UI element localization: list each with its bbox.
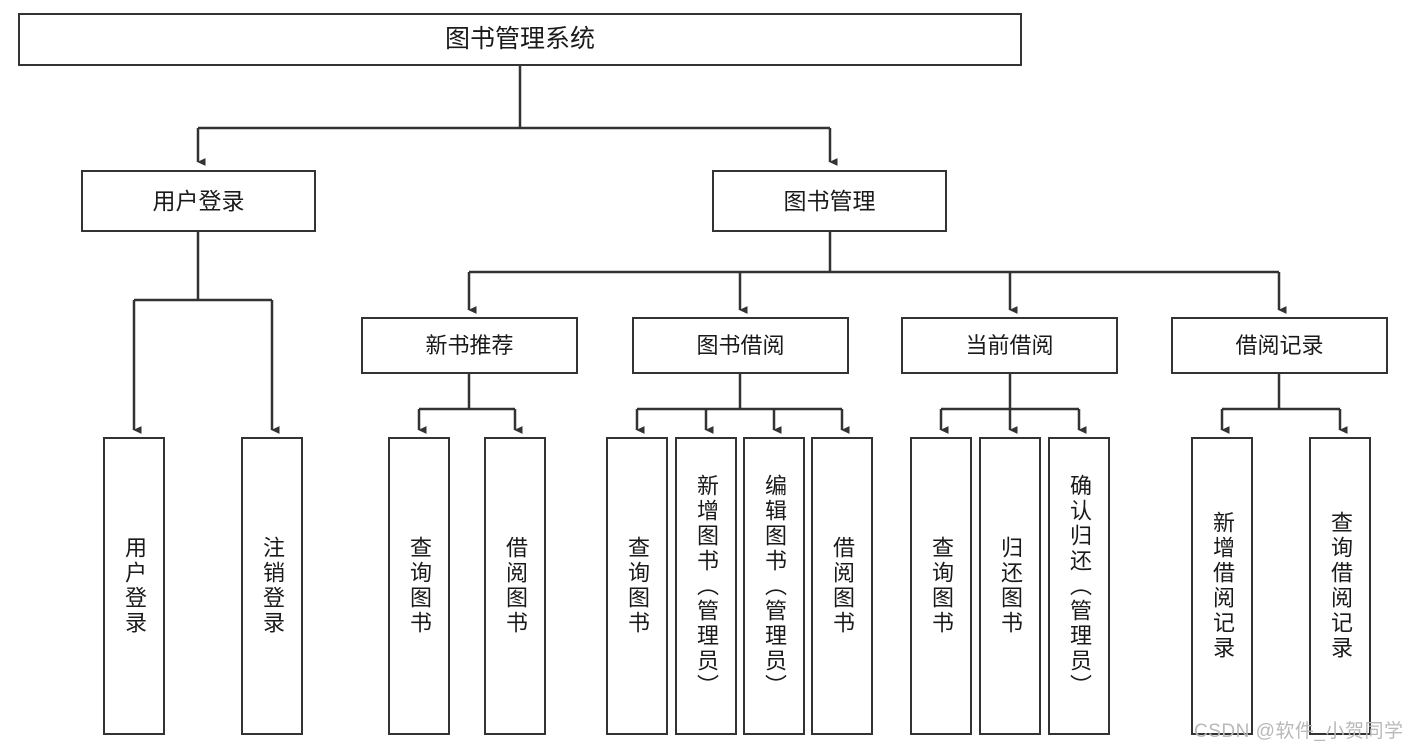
node-label: 注销登录 [260,536,285,636]
node-book-management[interactable]: 图书管理 [712,170,947,232]
node-root-system[interactable]: 图书管理系统 [18,13,1022,66]
node-label: 借阅图书 [503,536,528,636]
node-label: 借阅图书 [830,536,855,636]
node-current-borrow[interactable]: 当前借阅 [901,317,1118,374]
node-label: 新增借阅记录 [1210,511,1235,661]
node-label: 新书推荐 [425,332,514,358]
node-label: 图书管理 [783,187,876,214]
node-label: 新增图书（管理员） [694,473,719,699]
node-label: 借阅记录 [1235,332,1324,358]
leaf-logout[interactable]: 注销登录 [241,437,303,735]
leaf-borrow-edit-book[interactable]: 编辑图书（管理员） [743,437,805,735]
node-label: 当前借阅 [965,332,1054,358]
node-label: 编辑图书（管理员） [762,473,787,699]
leaf-borrow-query-book[interactable]: 查询图书 [606,437,668,735]
leaf-current-return-book[interactable]: 归还图书 [979,437,1041,735]
node-new-book-recommend[interactable]: 新书推荐 [361,317,578,374]
node-label: 查询图书 [407,536,432,636]
leaf-record-query[interactable]: 查询借阅记录 [1309,437,1371,735]
node-label: 确认归还（管理员） [1067,473,1092,699]
leaf-borrow-add-book[interactable]: 新增图书（管理员） [675,437,737,735]
node-label: 用户登录 [152,187,245,214]
node-label: 图书借阅 [696,332,785,358]
leaf-current-query-book[interactable]: 查询图书 [910,437,972,735]
leaf-record-add[interactable]: 新增借阅记录 [1191,437,1253,735]
node-label: 用户登录 [122,536,147,636]
node-label: 查询图书 [929,536,954,636]
node-label: 查询借阅记录 [1328,511,1353,661]
node-book-borrow[interactable]: 图书借阅 [632,317,849,374]
watermark: CSDN @软件_小贺同学 [1194,721,1404,742]
node-user-login[interactable]: 用户登录 [81,170,316,232]
leaf-recommend-query-book[interactable]: 查询图书 [388,437,450,735]
leaf-user-login[interactable]: 用户登录 [103,437,165,735]
leaf-borrow-borrow-book[interactable]: 借阅图书 [811,437,873,735]
node-label: 图书管理系统 [444,24,595,53]
node-borrow-record[interactable]: 借阅记录 [1171,317,1388,374]
leaf-recommend-borrow-book[interactable]: 借阅图书 [484,437,546,735]
node-label: 归还图书 [998,536,1023,636]
leaf-current-confirm-return[interactable]: 确认归还（管理员） [1048,437,1110,735]
node-label: 查询图书 [625,536,650,636]
